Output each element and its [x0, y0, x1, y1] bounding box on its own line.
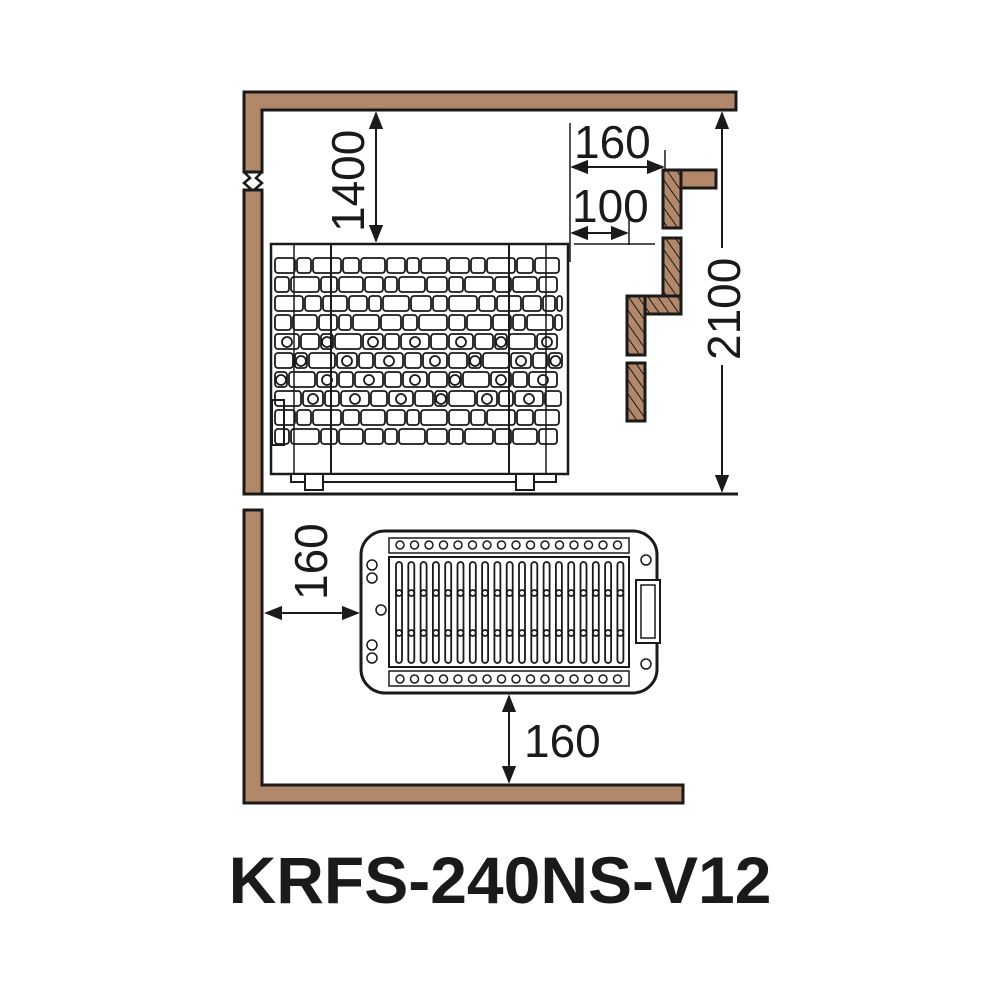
dim-label-160-side: 160 — [285, 523, 337, 600]
dim-label-160-top: 160 — [574, 116, 651, 168]
dim-label-100: 100 — [572, 180, 649, 232]
dim-label-1400: 1400 — [322, 130, 374, 232]
model-title: KRFS-240NS-V12 — [228, 843, 772, 917]
heater-rail-holes — [366, 540, 652, 684]
heater-front-view — [269, 242, 570, 491]
dim-label-2100: 2100 — [698, 258, 750, 360]
sauna-bench-profile — [625, 168, 718, 423]
top-view: 160 160 — [242, 508, 685, 805]
sauna-wall-corner — [242, 508, 685, 805]
dimension-ceiling-to-heater: 1400 — [322, 111, 384, 243]
sauna-wall-ceiling — [242, 90, 738, 496]
heater-top-view — [359, 529, 661, 695]
dimension-heater-to-bench: 160 100 — [569, 116, 666, 262]
dimension-side-clearance: 160 — [264, 523, 360, 621]
side-view: 1400 160 100 2100 — [242, 90, 750, 496]
dimension-room-height: 2100 — [698, 111, 750, 493]
heater-stone-grid — [274, 257, 563, 445]
wall-break-icon — [242, 171, 264, 191]
dim-label-160-front: 160 — [524, 715, 601, 767]
heater-grille-slots — [395, 561, 625, 664]
dimension-front-clearance: 160 — [501, 694, 601, 784]
